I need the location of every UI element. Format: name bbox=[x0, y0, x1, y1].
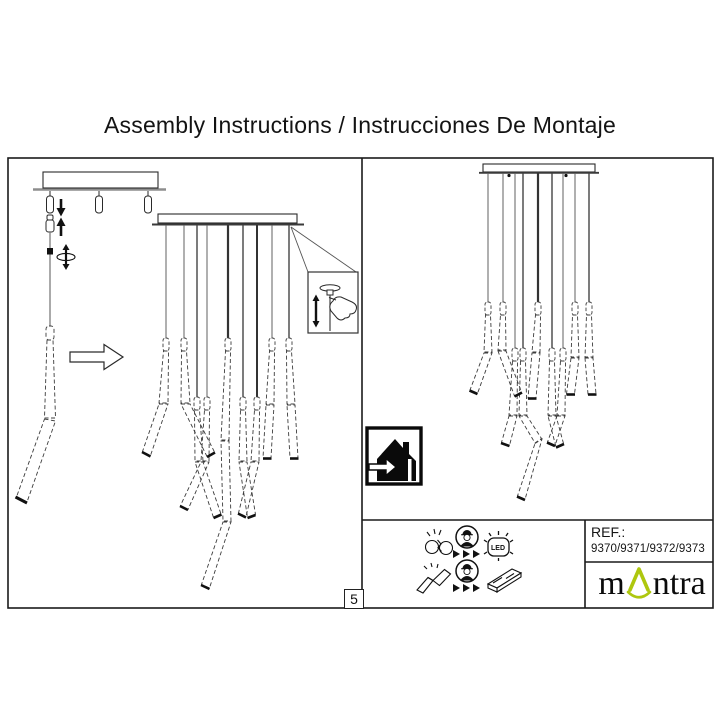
hand-icon bbox=[329, 296, 357, 321]
up-down-arrow-icon bbox=[312, 294, 320, 328]
page-number: 5 bbox=[350, 591, 358, 607]
led-light-icon: LED bbox=[483, 531, 514, 561]
mantra-logo: m ntra bbox=[594, 563, 710, 605]
up-down-adjust-icon bbox=[56, 244, 76, 270]
page-number-box: 5 bbox=[344, 589, 364, 609]
indoor-use-icon bbox=[365, 426, 423, 486]
transition-arrow-icon bbox=[69, 343, 125, 371]
logo-text-m: m bbox=[598, 565, 625, 602]
ref-label: REF.: bbox=[591, 524, 626, 540]
logo-caret-icon bbox=[626, 567, 652, 599]
service-technician-icon bbox=[455, 559, 479, 583]
assembled-fixture-left bbox=[141, 213, 304, 591]
led-label: LED bbox=[491, 545, 505, 552]
broken-led-icon bbox=[424, 528, 454, 556]
ref-numbers: 9370/9371/9372/9373 bbox=[591, 543, 705, 555]
logo-text-ntra: ntra bbox=[652, 565, 706, 602]
assembled-fixture-right bbox=[468, 163, 599, 502]
page-title: Assembly Instructions / Instrucciones De… bbox=[104, 112, 616, 138]
left-canopy-detail bbox=[14, 171, 166, 505]
broken-driver-icon bbox=[416, 562, 452, 594]
insert-arrow-icons bbox=[56, 199, 66, 236]
led-driver-icon bbox=[486, 568, 523, 593]
arrow-into-house-icon bbox=[368, 456, 398, 478]
service-technician-icon bbox=[455, 525, 479, 549]
height-adjust-callout bbox=[290, 226, 359, 334]
ref-box: REF.: 9370/9371/9372/9373 bbox=[591, 524, 709, 555]
